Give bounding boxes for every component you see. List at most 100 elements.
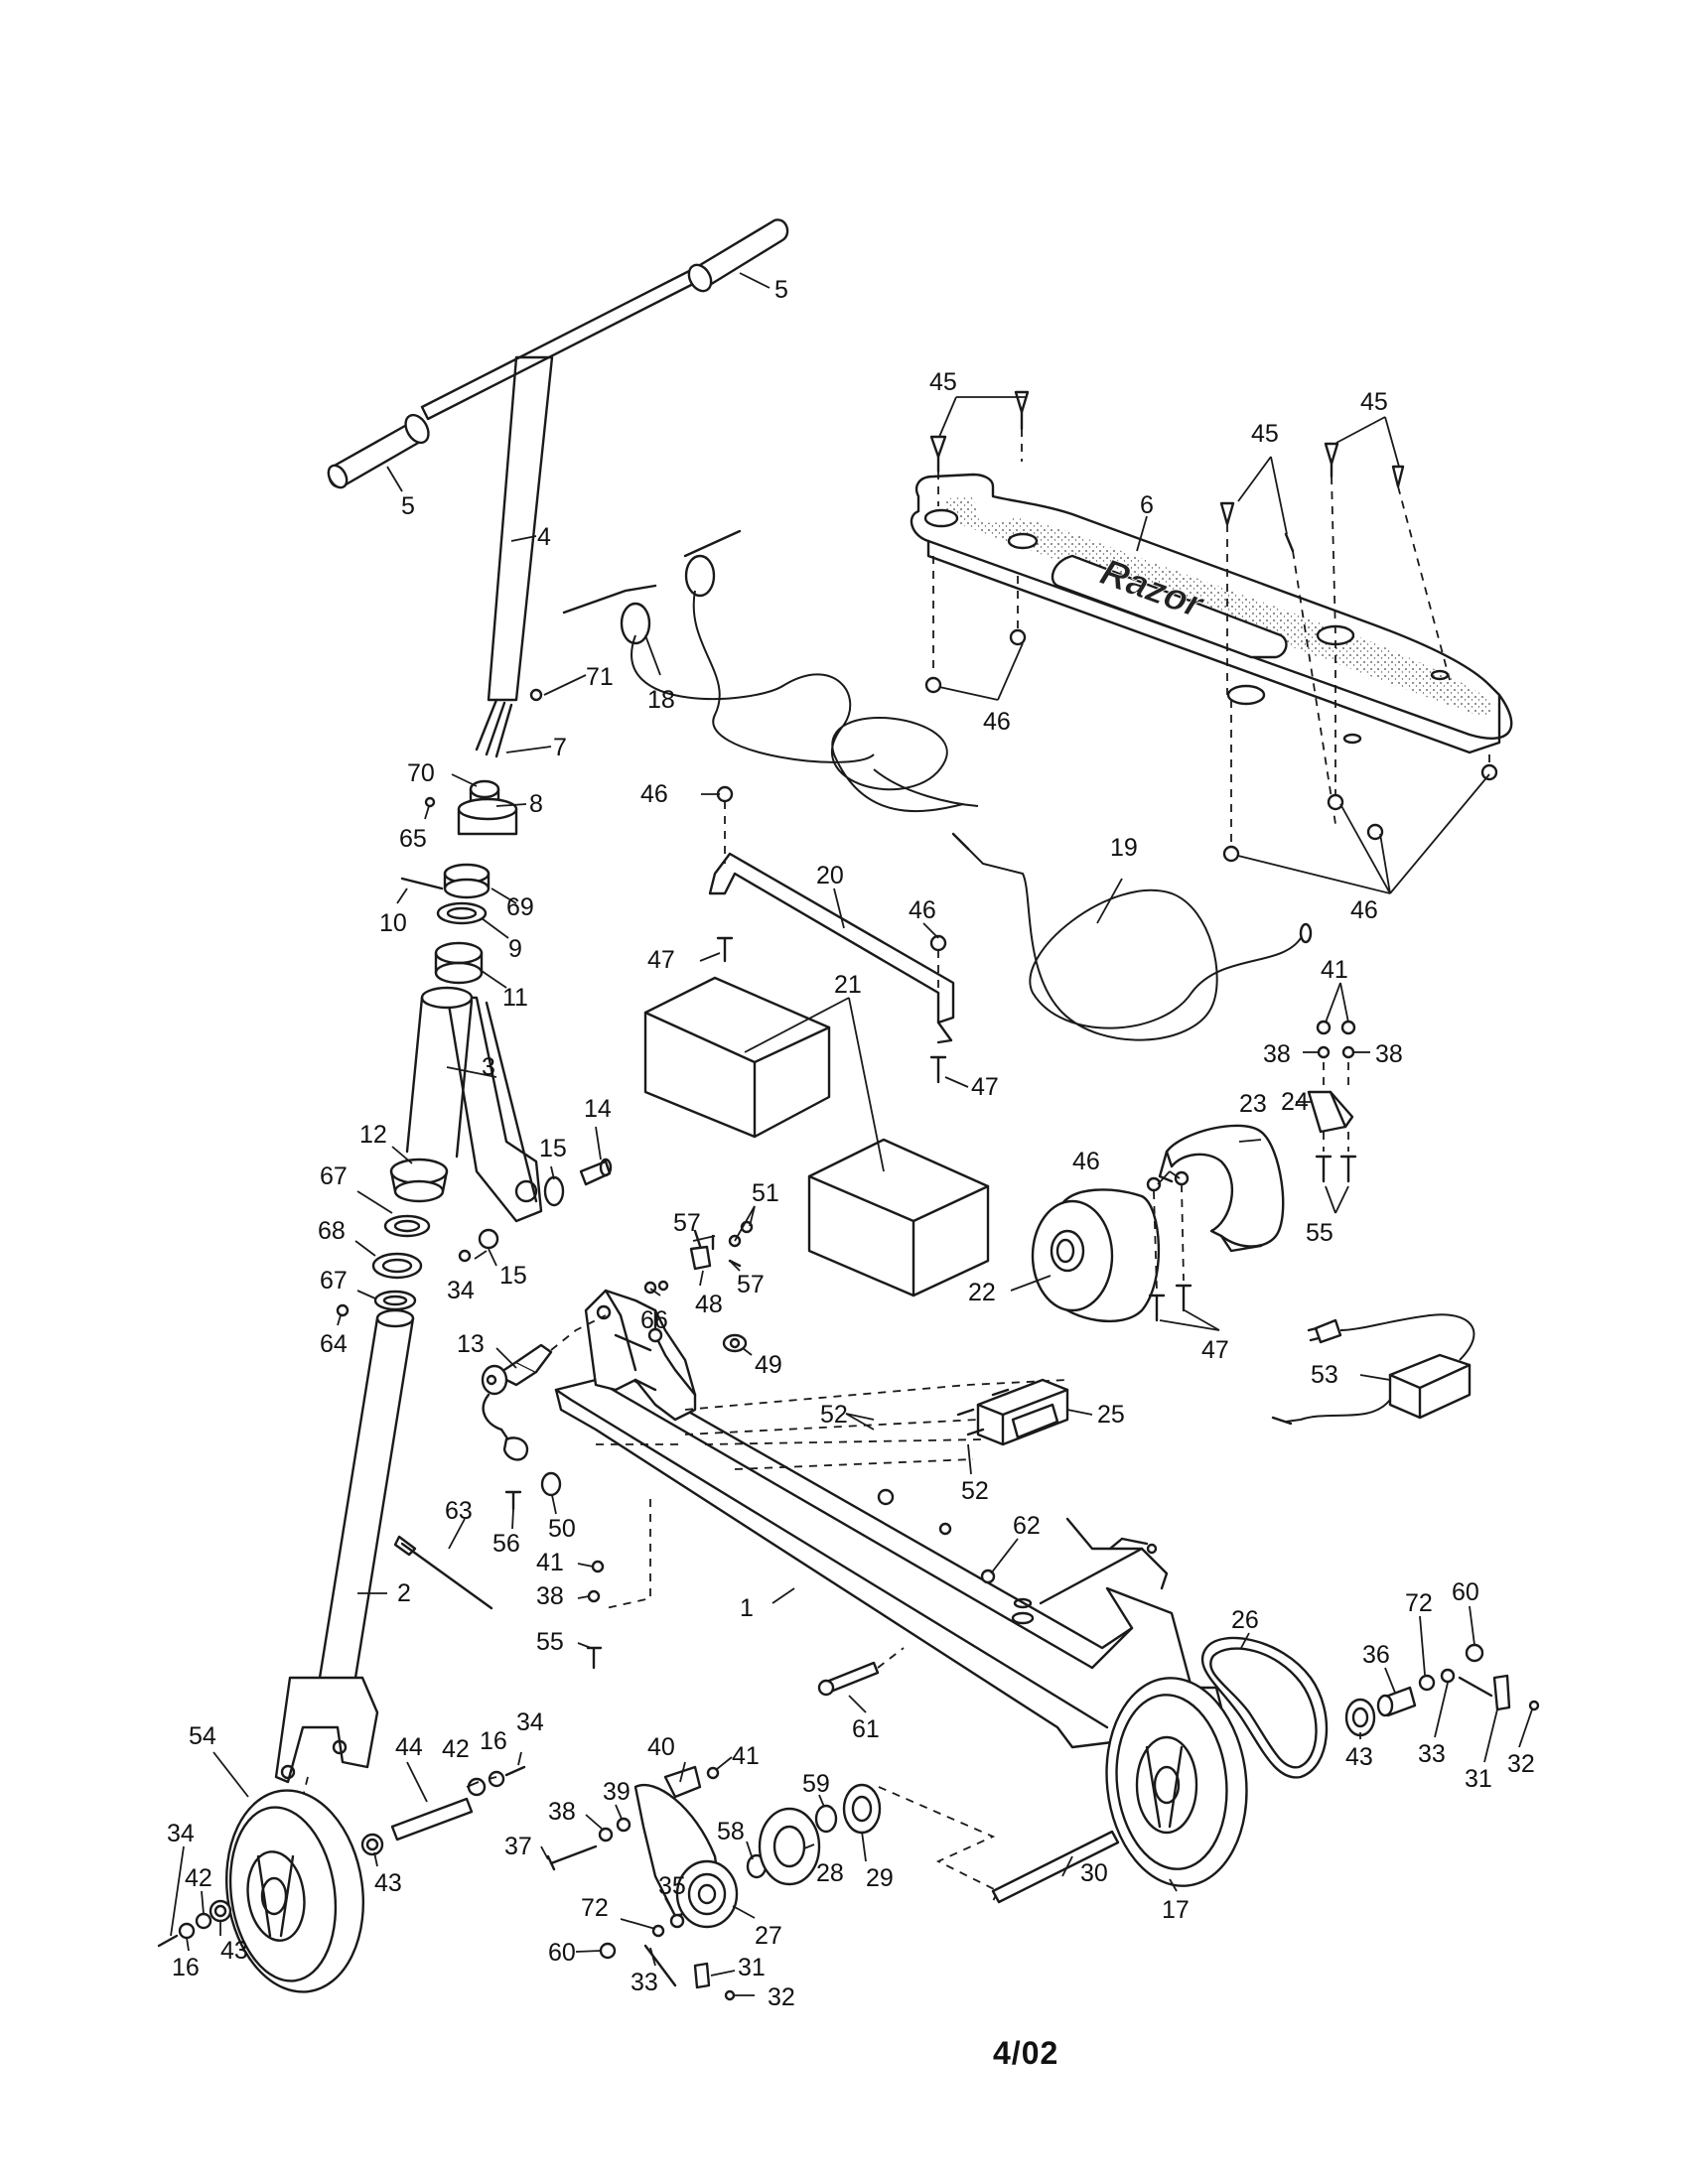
main-frame (554, 1289, 1223, 1749)
callout: 42 (185, 1864, 212, 1892)
callout: 45 (929, 368, 957, 396)
callout: 15 (539, 1135, 567, 1162)
callout: 34 (167, 1820, 195, 1847)
callout: 43 (220, 1937, 248, 1965)
callout: 29 (866, 1864, 894, 1892)
callout: 12 (359, 1121, 387, 1149)
batteries (643, 976, 990, 1297)
callout: 26 (1231, 1606, 1259, 1634)
callout: 44 (395, 1733, 423, 1761)
callout: 67 (320, 1267, 348, 1295)
callout: 25 (1097, 1401, 1125, 1429)
callout: 18 (647, 686, 675, 714)
callout: 46 (983, 708, 1011, 736)
callout: 70 (407, 759, 435, 787)
callout: 63 (445, 1497, 473, 1525)
callout: 46 (640, 780, 668, 808)
callout: 41 (1321, 956, 1348, 984)
head-tube (405, 986, 613, 1223)
rear-wheel (1105, 1677, 1248, 1887)
callout-labels: 5 5 4 71 7 70 8 65 69 10 9 11 3 12 15 14… (167, 276, 1535, 2011)
callout: 45 (1360, 388, 1388, 416)
callout: 21 (834, 971, 862, 999)
callout: 55 (536, 1628, 564, 1656)
callout: 34 (516, 1708, 544, 1736)
callout: 34 (447, 1277, 475, 1304)
callout: 69 (506, 893, 534, 921)
callout: 71 (586, 663, 614, 691)
callout: 7 (553, 734, 567, 761)
callout: 64 (320, 1330, 348, 1358)
callout: 32 (768, 1983, 795, 2011)
callout: 33 (631, 1969, 658, 1996)
callout: 28 (816, 1859, 844, 1887)
callout: 62 (1013, 1512, 1041, 1540)
callout: 47 (647, 946, 675, 974)
callout: 39 (603, 1778, 631, 1806)
callout: 53 (1311, 1361, 1338, 1389)
callout: 68 (318, 1217, 346, 1245)
front-wheel (157, 1765, 526, 1993)
callout: 49 (755, 1351, 782, 1379)
callout: 56 (492, 1530, 520, 1558)
callout: 37 (504, 1833, 532, 1860)
callout: 32 (1507, 1750, 1535, 1778)
front-fork (274, 1303, 415, 1818)
callout: 8 (529, 790, 543, 818)
callout: 57 (673, 1209, 701, 1237)
callout: 50 (548, 1515, 576, 1543)
motor-cover (1146, 1124, 1285, 1322)
leader-lines (170, 272, 1533, 1996)
rear-axle (991, 1830, 1120, 1904)
handlebar-assembly (327, 218, 789, 758)
callout: 41 (536, 1549, 564, 1576)
callout: 5 (401, 492, 415, 520)
callout: 14 (584, 1095, 612, 1123)
callout: 36 (1362, 1641, 1390, 1669)
callout: 38 (548, 1798, 576, 1826)
callout: 22 (968, 1279, 996, 1306)
brake-rod (393, 1535, 493, 1610)
callout: 52 (961, 1477, 989, 1505)
callout: 35 (658, 1872, 686, 1900)
callout: 9 (508, 935, 522, 963)
deck-fasteners (924, 390, 1498, 863)
callout: 17 (1162, 1896, 1190, 1924)
callout: 60 (548, 1939, 576, 1967)
callout: 5 (774, 276, 788, 304)
idler-assembly (546, 1765, 1000, 2001)
callout: 57 (737, 1271, 765, 1298)
callout: 6 (1140, 491, 1154, 519)
callout: 65 (399, 825, 427, 853)
callout: 41 (732, 1742, 760, 1770)
callout: 38 (536, 1582, 564, 1610)
callout: 47 (1201, 1336, 1229, 1364)
charger (1271, 1313, 1475, 1426)
callout: 15 (499, 1262, 527, 1290)
rear-hub-hardware (1344, 1643, 1540, 1737)
callout: 33 (1418, 1740, 1446, 1768)
callout: 1 (740, 1594, 754, 1622)
callout: 46 (909, 896, 936, 924)
motor (1031, 1188, 1161, 1323)
callout: 58 (717, 1818, 745, 1845)
callout: 51 (752, 1179, 779, 1207)
controller (596, 1378, 1069, 1609)
callout: 16 (172, 1954, 200, 1981)
callout: 31 (1465, 1765, 1492, 1793)
throttle-and-brake (562, 529, 979, 813)
callout: 61 (852, 1715, 880, 1743)
callout: 27 (755, 1922, 782, 1950)
callout: 10 (379, 909, 407, 937)
callout: 23 (1239, 1090, 1267, 1118)
callout: 66 (640, 1306, 668, 1334)
callout: 46 (1072, 1148, 1100, 1175)
callout: 40 (647, 1733, 675, 1761)
controller-bracket (1307, 1020, 1357, 1183)
callout: 31 (738, 1954, 766, 1981)
key-switch-and-small-parts (481, 1220, 754, 1461)
kickstand-bolt (817, 1569, 996, 1697)
callout: 16 (480, 1727, 507, 1755)
callout: 67 (320, 1162, 348, 1190)
callout: 46 (1350, 896, 1378, 924)
